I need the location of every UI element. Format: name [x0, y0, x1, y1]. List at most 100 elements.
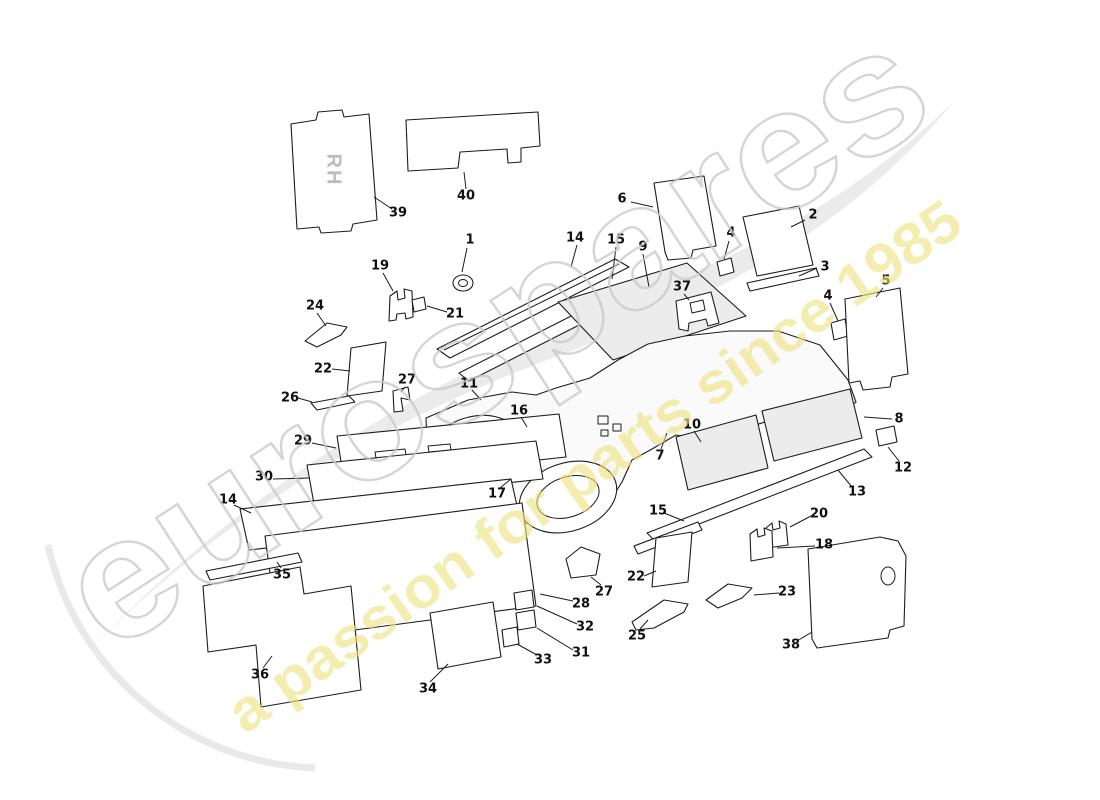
circle-arc-graphic [44, 544, 316, 772]
leader-line-40 [463, 171, 467, 190]
leader-line-26 [297, 397, 313, 403]
part-21-clip [411, 296, 427, 313]
part-1-grommet-inner [458, 279, 468, 287]
part-23-strip [705, 583, 753, 609]
leader-line-8 [863, 416, 893, 420]
part-label-33: 33 [534, 653, 552, 668]
part-label-8: 8 [894, 412, 903, 427]
part-6-quarter-panel [653, 175, 717, 261]
leader-line-36 [262, 655, 273, 669]
part-label-38: 38 [782, 638, 800, 653]
part-38-hole [880, 566, 896, 586]
part-12-pad [875, 425, 898, 447]
part-label-10: 10 [683, 418, 701, 433]
part-label-16: 16 [510, 404, 528, 419]
leader-line-16 [520, 416, 528, 428]
part-label-30: 30 [255, 470, 273, 485]
part-label-23: 23 [778, 585, 796, 600]
leader-line-4 [829, 302, 839, 322]
part-26-strip [310, 395, 356, 411]
part-label-15: 15 [607, 233, 625, 248]
part-label-15: 15 [649, 504, 667, 519]
part-label-14: 14 [566, 231, 584, 246]
part-5-quarter-panel [844, 287, 909, 391]
part-label-36: 36 [251, 668, 269, 683]
part-3-strip [746, 267, 820, 292]
part-label-26: 26 [281, 391, 299, 406]
leader-line-19 [382, 272, 394, 292]
leader-line-15 [663, 512, 685, 522]
part-label-7: 7 [655, 449, 664, 464]
part-label-1: 1 [465, 233, 474, 248]
part-22-pad-left [346, 341, 387, 397]
leader-line-2 [790, 219, 806, 228]
part-label-9: 9 [638, 240, 647, 255]
part-label-22: 22 [314, 362, 332, 377]
leader-line-35 [276, 561, 282, 569]
part-32-square-pad [513, 589, 535, 611]
leader-line-20 [789, 515, 812, 528]
part-label-19: 19 [371, 259, 389, 274]
part-10-boot-mat [675, 414, 769, 491]
leader-line-18 [776, 545, 816, 549]
part-label-35: 35 [273, 568, 291, 583]
leader-line-37 [683, 293, 690, 301]
part-8-boot-mat [761, 388, 863, 462]
leader-line-30 [272, 477, 311, 480]
leader-line-13 [837, 469, 853, 488]
leader-line-28 [539, 593, 574, 602]
part-13-sill-strip [646, 448, 873, 542]
part-14-strip-detail [443, 263, 620, 351]
leader-line-31 [536, 627, 574, 651]
part-27-pad-upper [392, 386, 411, 413]
leader-lines [233, 171, 900, 683]
part-label-24: 24 [306, 299, 324, 314]
part-number-labels: 1234456789101112131414151516171819202122… [219, 189, 912, 697]
leader-line-34 [429, 663, 449, 683]
part-label-2: 2 [808, 208, 817, 223]
part-label-6: 6 [617, 192, 626, 207]
part-1-grommet [452, 274, 474, 292]
leader-line-33 [516, 643, 538, 656]
part-label-17: 17 [488, 487, 506, 502]
leader-line-29 [311, 442, 337, 449]
floor-cutout-2 [612, 423, 622, 432]
part-label-28: 28 [572, 597, 590, 612]
part-40-panel [405, 111, 541, 172]
part-36-panel [202, 566, 362, 708]
tunnel-pad-right-inner [536, 475, 600, 519]
leader-line-7 [660, 432, 668, 450]
part-24-strip [304, 322, 348, 348]
part-label-40: 40 [457, 189, 475, 204]
part-38-door-panel [807, 536, 907, 649]
leader-line-10 [693, 430, 702, 443]
part-34-pad [429, 601, 502, 670]
part-label-32: 32 [576, 620, 594, 635]
leader-line-9 [642, 253, 650, 288]
part-39-rh-marking: RH [323, 154, 345, 187]
part-9-floor-mat [557, 262, 747, 361]
part-label-39: 39 [389, 206, 407, 221]
leader-line-22 [331, 368, 351, 372]
part-label-3: 3 [820, 260, 829, 275]
leader-line-11 [471, 389, 482, 401]
part-label-34: 34 [419, 682, 437, 697]
part-label-22: 22 [627, 570, 645, 585]
part-label-14: 14 [219, 493, 237, 508]
leader-line-14 [233, 504, 252, 514]
part-label-31: 31 [572, 646, 590, 661]
parts-shapes: RH [202, 109, 909, 708]
part-18-bracket [749, 527, 774, 562]
part-35-strip [205, 552, 303, 581]
floor-cutout-3 [600, 429, 609, 437]
part-label-4: 4 [823, 289, 832, 304]
part-37-detail [689, 299, 706, 314]
leader-line-25 [639, 619, 649, 630]
part-label-5: 5 [881, 274, 890, 289]
part-label-25: 25 [628, 629, 646, 644]
part-label-27: 27 [595, 585, 613, 600]
part-label-18: 18 [815, 538, 833, 553]
leader-line-6 [630, 201, 654, 208]
